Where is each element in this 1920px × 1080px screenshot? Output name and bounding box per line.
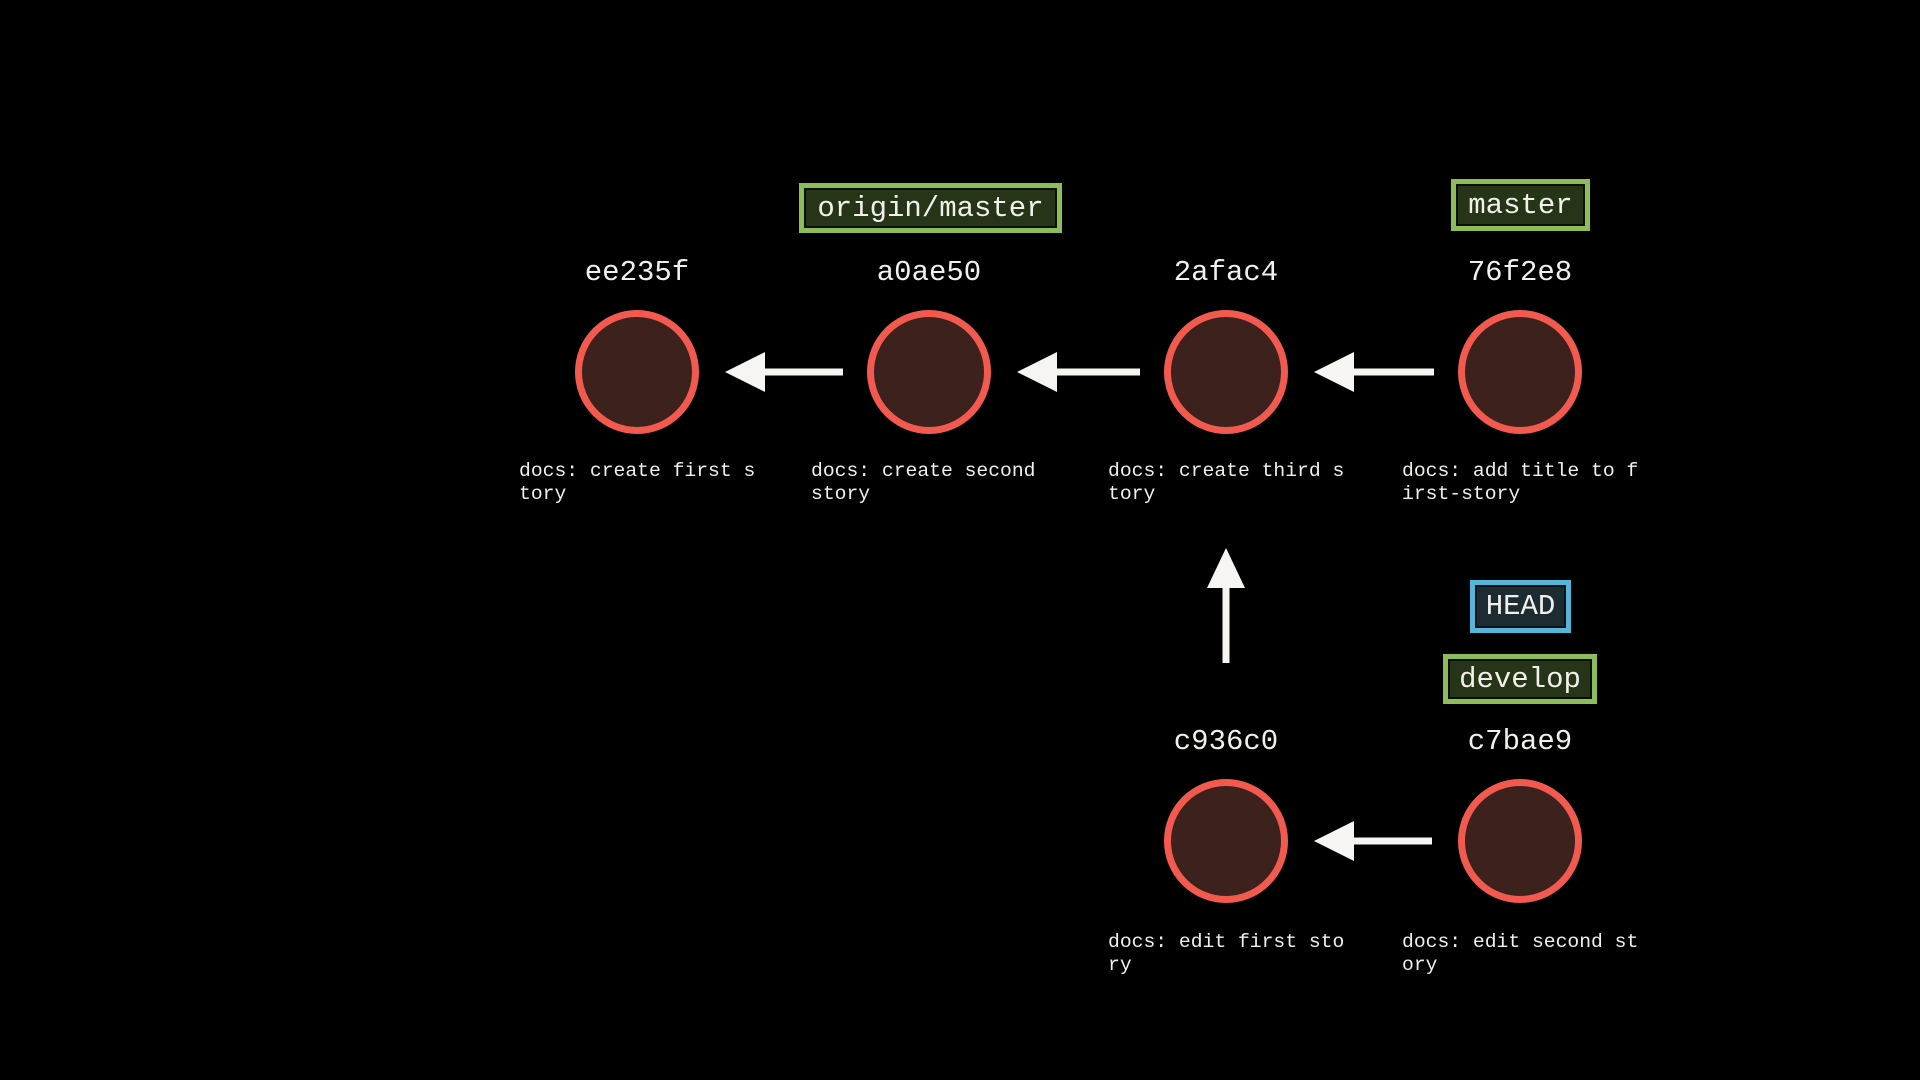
commit-hash: c936c0 (1173, 725, 1279, 758)
commit-hash: c7bae9 (1467, 725, 1573, 758)
commit-message: docs: create second story (811, 460, 1036, 505)
commit-hash: a0ae50 (876, 256, 982, 289)
edge-arrow-2afac4-to-a0ae50 (1017, 352, 1140, 392)
commit-message: docs: add title to f irst-story (1402, 460, 1639, 505)
branch-label-develop[interactable]: develop (1443, 654, 1597, 704)
edge-arrow-c7bae9-to-c936c0 (1314, 821, 1432, 861)
commit-node-circle[interactable] (1458, 310, 1582, 434)
edge-arrow-a0ae50-to-ee235f (725, 352, 843, 392)
commit-message: docs: create first s tory (519, 460, 756, 505)
commit-message: docs: edit first sto ry (1108, 931, 1345, 976)
branch-label-origin-master[interactable]: origin/master (799, 183, 1062, 233)
commit-node-circle[interactable] (1164, 310, 1288, 434)
branch-label-master[interactable]: master (1451, 179, 1590, 231)
edge-arrow-c936c0-to-2afac4 (1207, 548, 1245, 663)
commit-node-circle[interactable] (575, 310, 699, 434)
edge-arrow-76f2e8-to-2afac4 (1314, 352, 1434, 392)
commit-node-circle[interactable] (867, 310, 991, 434)
commit-message: docs: edit second st ory (1402, 931, 1639, 976)
commit-hash: 76f2e8 (1467, 256, 1573, 289)
commit-hash: 2afac4 (1173, 256, 1279, 289)
commit-node-circle[interactable] (1458, 779, 1582, 903)
commit-node-circle[interactable] (1164, 779, 1288, 903)
commit-hash: ee235f (584, 256, 690, 289)
head-label[interactable]: HEAD (1470, 580, 1571, 633)
commit-message: docs: create third s tory (1108, 460, 1345, 505)
